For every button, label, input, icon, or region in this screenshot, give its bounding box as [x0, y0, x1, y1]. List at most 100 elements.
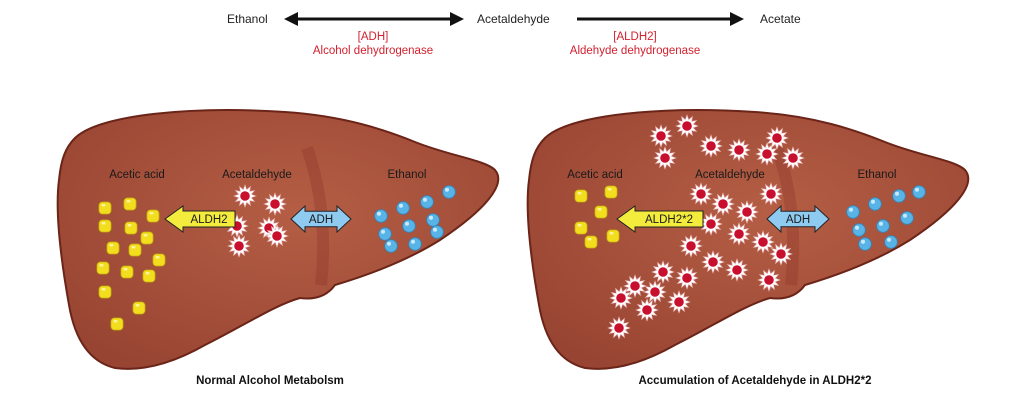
acetaldehyde-molecule [751, 230, 775, 254]
acetic-acid-molecule [146, 209, 160, 223]
pathway-acetaldehyde-label: Acetaldehyde [477, 12, 550, 26]
acetic-acid-molecule [96, 261, 110, 275]
liver-fissure [771, 146, 800, 286]
acetic-acid-molecule [106, 241, 120, 255]
aldh2-arrow-label: ALDH2*2 [645, 214, 693, 226]
ethanol-molecule [442, 185, 456, 199]
acetic-acid-molecule [132, 301, 146, 315]
acetaldehyde-molecule [755, 142, 779, 166]
acetaldehyde-molecule [227, 234, 251, 258]
acetaldehyde-molecule [689, 182, 713, 206]
acetaldehyde-label: Acetaldehyde [222, 169, 292, 181]
acetaldehyde-molecule [675, 114, 699, 138]
ethanol-molecule [384, 239, 398, 253]
acetic-acid-molecule [584, 235, 598, 249]
pathway-arrows [284, 12, 744, 26]
caption-normal: Normal Alcohol Metabolsm [196, 375, 344, 387]
aldh2-arrow: ALDH2*2 [616, 205, 704, 233]
ethanol-molecule [912, 185, 926, 199]
adh-abbr: [ADH] [357, 31, 389, 43]
acetic-acid-molecule [98, 201, 112, 215]
acetic-acid-molecule [110, 317, 124, 331]
ethanol-molecule [420, 195, 434, 209]
acetic-acid-molecule [142, 269, 156, 283]
acetic-acid-molecule [606, 229, 620, 243]
adh-arrow-label: ADH [309, 214, 333, 226]
ethanol-label: Ethanol [387, 169, 426, 181]
acetaldehyde-molecule [725, 258, 749, 282]
acetaldehyde-molecule [651, 260, 675, 284]
acetaldehyde-molecule [699, 134, 723, 158]
acetaldehyde-molecule [653, 146, 677, 170]
acetaldehyde-molecule [263, 192, 287, 216]
aldh2-arrow-label: ALDH2 [190, 214, 227, 226]
acetaldehyde-molecule [727, 222, 751, 246]
acetic-acid-label: Acetic acid [109, 169, 165, 181]
acetaldehyde-molecule [607, 316, 631, 340]
caption-accumulation: Accumulation of Acetaldehyde in ALDH2*2 [638, 375, 872, 387]
acetaldehyde-molecule [609, 286, 633, 310]
ethanol-molecule [846, 205, 860, 219]
acetic-acid-label: Acetic acid [567, 169, 623, 181]
acetaldehyde-molecule [623, 274, 647, 298]
acetic-acid-molecule [123, 197, 137, 211]
acetic-acid-molecule [604, 185, 618, 199]
ethanol-molecule [374, 209, 388, 223]
acetaldehyde-molecule [757, 268, 781, 292]
acetic-acid-molecule [98, 285, 112, 299]
ethanol-molecule [868, 197, 882, 211]
acetic-acid-molecule [152, 253, 166, 267]
acetic-acid-molecule [124, 221, 138, 235]
acetic-acid-molecule [98, 219, 112, 233]
ethanol-molecule [876, 219, 890, 233]
acetaldehyde-molecule [769, 242, 793, 266]
acetaldehyde-molecule [675, 266, 699, 290]
acetic-acid-molecule [574, 189, 588, 203]
adh-fullname: Alcohol dehydrogenase [312, 45, 434, 57]
ethanol-molecule [408, 237, 422, 251]
acetaldehyde-molecule [635, 298, 659, 322]
adh-enzyme-label: [ADH] Alcohol dehydrogenase [303, 30, 443, 58]
ethanol-molecule [852, 223, 866, 237]
aldh2-enzyme-label: [ALDH2] Aldehyde dehydrogenase [560, 30, 710, 58]
acetaldehyde-molecule [667, 290, 691, 314]
ethanol-molecule [900, 211, 914, 225]
ethanol-molecule [396, 201, 410, 215]
pathway-acetate-label: Acetate [760, 12, 801, 26]
ethanol-molecule [858, 237, 872, 251]
ethanol-molecule [430, 225, 444, 239]
acetaldehyde-molecule [727, 138, 751, 162]
acetaldehyde-molecule [233, 184, 257, 208]
reversible-arrow [284, 12, 464, 26]
acetaldehyde-molecule [701, 250, 725, 274]
acetaldehyde-molecule [649, 124, 673, 148]
acetaldehyde-molecule [257, 216, 281, 240]
adh-arrow: ADH [766, 204, 830, 234]
forward-arrow [577, 12, 744, 26]
acetic-acid-molecule [140, 231, 154, 245]
acetaldehyde-molecule [265, 224, 289, 248]
adh-arrow-label: ADH [786, 214, 810, 226]
acetaldehyde-label: Acetaldehyde [695, 169, 765, 181]
ethanol-molecule [426, 213, 440, 227]
acetaldehyde-molecule [711, 192, 735, 216]
acetic-acid-molecule [120, 265, 134, 279]
aldh2-abbr: [ALDH2] [613, 31, 657, 43]
acetic-acid-molecule [574, 221, 588, 235]
acetaldehyde-molecule [643, 280, 667, 304]
ethanol-molecule [402, 219, 416, 233]
acetaldehyde-molecule [679, 234, 703, 258]
acetic-acid-molecule [594, 205, 608, 219]
acetaldehyde-molecule [765, 126, 789, 150]
aldh2-fullname: Aldehyde dehydrogenase [569, 45, 701, 57]
ethanol-label: Ethanol [857, 169, 896, 181]
ethanol-molecule [378, 227, 392, 241]
acetaldehyde-molecule [781, 146, 805, 170]
pathway-ethanol-label: Ethanol [227, 12, 268, 26]
acetaldehyde-molecule [735, 200, 759, 224]
acetic-acid-molecule [128, 243, 142, 257]
ethanol-molecule [884, 235, 898, 249]
